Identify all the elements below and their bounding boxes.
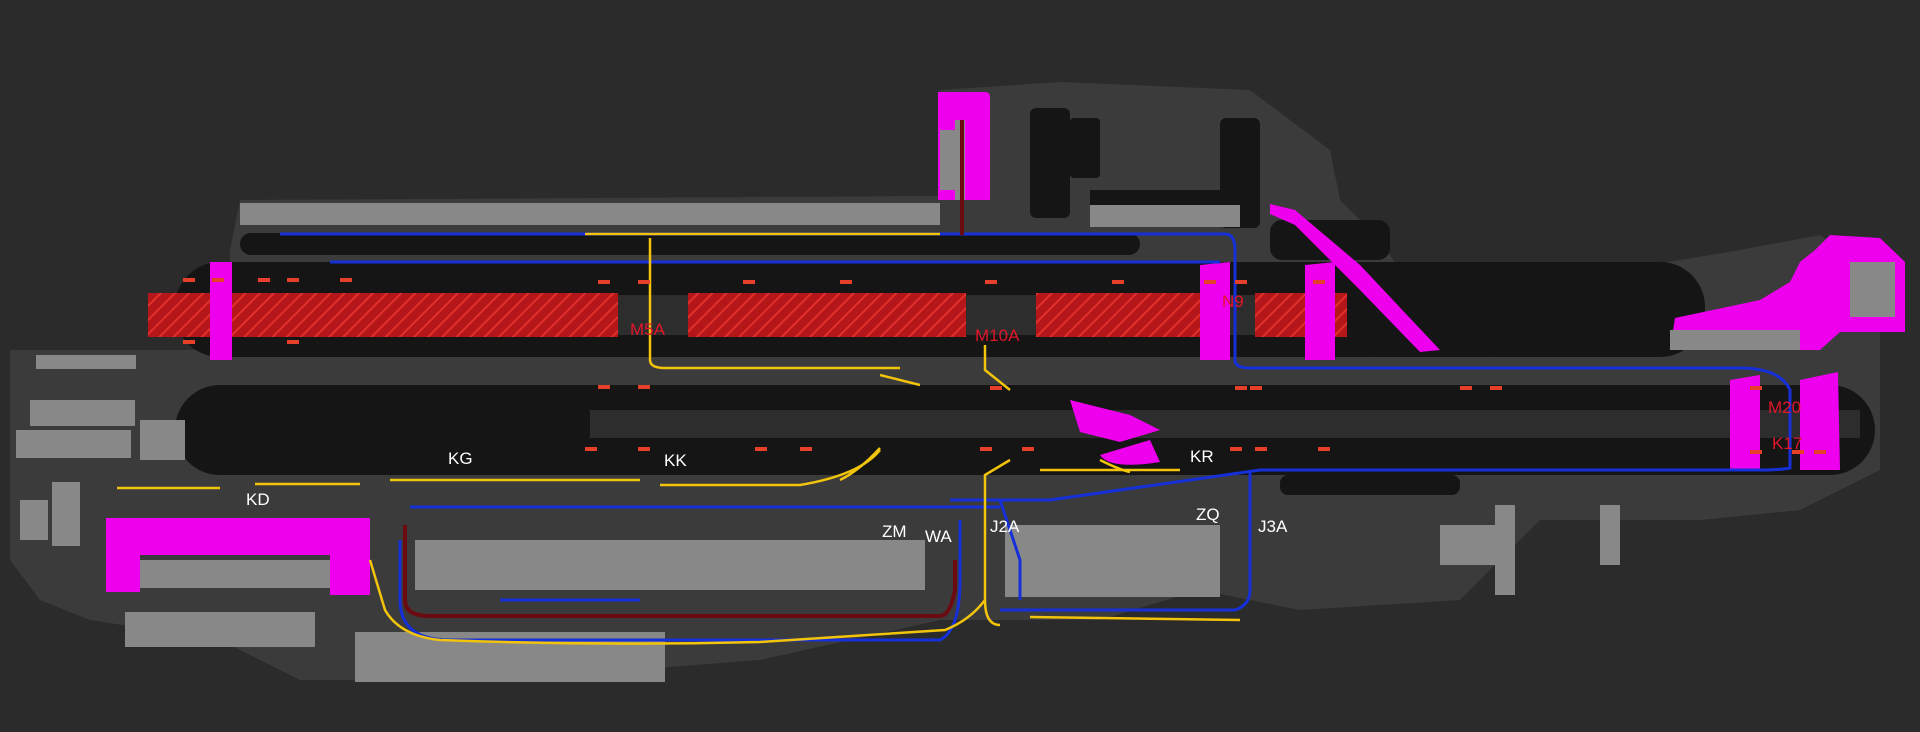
- blue-taxi-routes: [280, 232, 1792, 642]
- label-zm: ZM: [882, 522, 907, 541]
- label-zq: ZQ: [1196, 505, 1220, 524]
- label-j3a: J3A: [1258, 517, 1288, 536]
- airport-apron-area: [10, 82, 1880, 680]
- label-kd: KD: [246, 490, 270, 509]
- stopbar-markers: [183, 278, 1826, 454]
- label-m5a: M5A: [630, 320, 666, 339]
- label-kk: KK: [664, 451, 687, 470]
- taxiway-labels: KG KK KD KR ZQ ZM WA J2A J3A M5A M10A N9…: [246, 292, 1802, 546]
- label-wa: WA: [925, 527, 952, 546]
- closed-areas: [106, 92, 1905, 595]
- label-k17: K17: [1772, 434, 1802, 453]
- yellow-taxi-routes: [117, 232, 1241, 645]
- label-j2a: J2A: [990, 517, 1020, 536]
- terminal-buildings: [16, 120, 1895, 682]
- label-n9: N9: [1222, 292, 1244, 311]
- label-kg: KG: [448, 449, 473, 468]
- label-m10a: M10A: [975, 326, 1020, 345]
- label-m20: M20: [1768, 398, 1801, 417]
- darkred-route: [403, 120, 964, 618]
- closed-runway-sections: [148, 293, 1347, 337]
- label-kr: KR: [1190, 447, 1214, 466]
